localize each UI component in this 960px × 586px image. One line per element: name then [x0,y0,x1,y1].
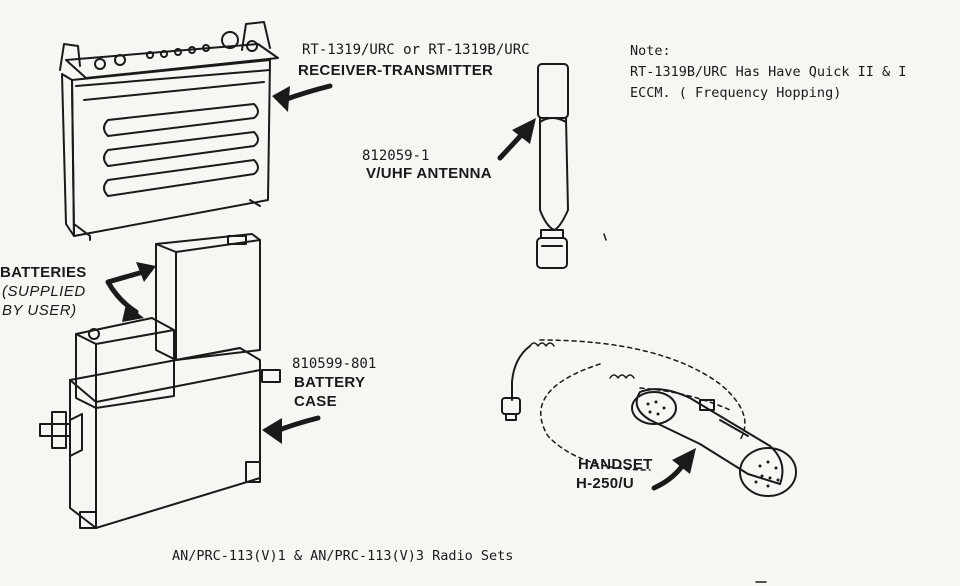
note-line-2: ECCM. ( Frequency Hopping) [630,85,842,101]
batteries-drawing [75,233,261,409]
rt-model-label: RT-1319/URC or RT-1319B/URC [302,42,530,58]
batteries-sub2-label: BY USER) [2,302,77,319]
batteries-sub1-label: (SUPPLIED [2,283,86,300]
note-block: Note: RT-1319B/URC Has Have Quick II & I… [630,41,906,104]
rt-name-label: RECEIVER-TRANSMITTER [298,62,494,79]
note-title: Note: [630,43,671,59]
antenna-drawing [536,63,569,269]
batteries-label: BATTERIES [0,264,87,281]
handset-name-label: HANDSET [578,456,653,473]
battery-case-drawing [39,347,281,529]
arrow-receiver-transmitter [281,83,333,103]
case-name1-label: BATTERY [294,374,366,391]
antenna-part-label: 812059-1 [362,148,430,164]
handset-model-label: H-250/U [576,475,634,492]
antenna-name-label: V/UHF ANTENNA [366,165,492,182]
case-name2-label: CASE [294,393,337,410]
note-line-1: RT-1319B/URC Has Have Quick II & I [630,64,907,80]
figure-caption: AN/PRC-113(V)1 & AN/PRC-113(V)3 Radio Se… [172,548,514,564]
handset-drawing [501,339,797,497]
receiver-transmitter-drawing [59,21,279,241]
case-part-label: 810599-801 [292,356,377,372]
